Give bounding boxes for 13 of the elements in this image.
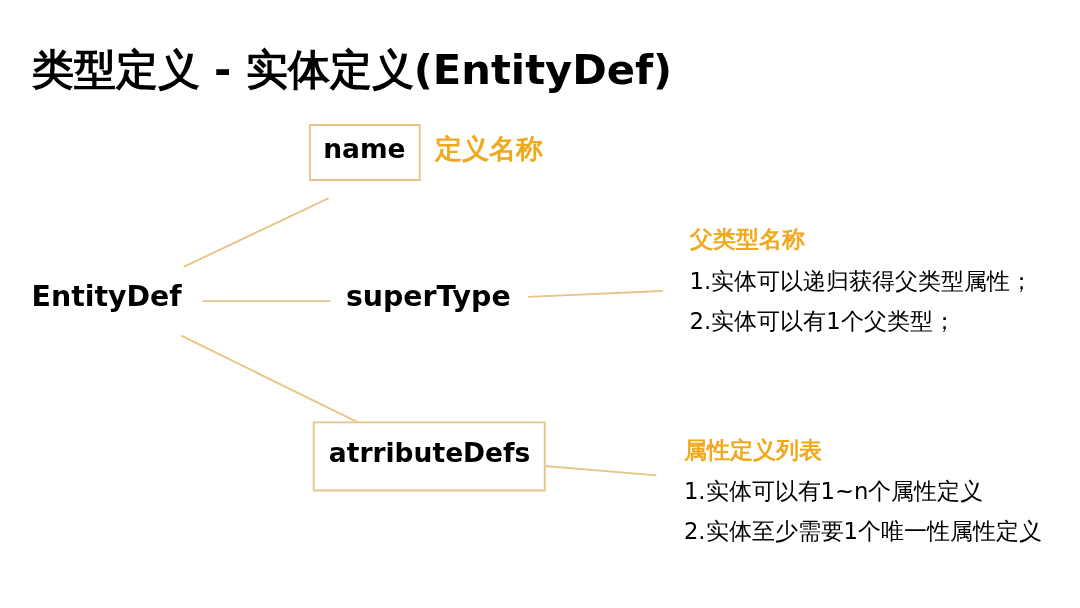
node-text: 父类型名称 1.实体可以递归获得父类型属性； 2.实体可以有1个父类型；: [689, 226, 1034, 334]
diagram-title: 类型定义 - 实体定义(EntityDef): [31, 44, 673, 94]
connector: [201, 300, 332, 303]
node-box: atrributeDefs: [312, 421, 546, 492]
node-label: 定义名称: [434, 132, 543, 164]
node-text: 属性定义列表 1.实体可以有1~n个属性定义 2.实体至少需要1个唯一性属性定义: [683, 436, 1043, 544]
node-text: superType: [345, 279, 511, 313]
connector: [182, 197, 330, 268]
node-text: EntityDef: [31, 279, 182, 313]
connector: [544, 465, 658, 477]
connector: [180, 334, 359, 424]
node-box: name: [309, 124, 421, 181]
connector: [527, 289, 664, 298]
